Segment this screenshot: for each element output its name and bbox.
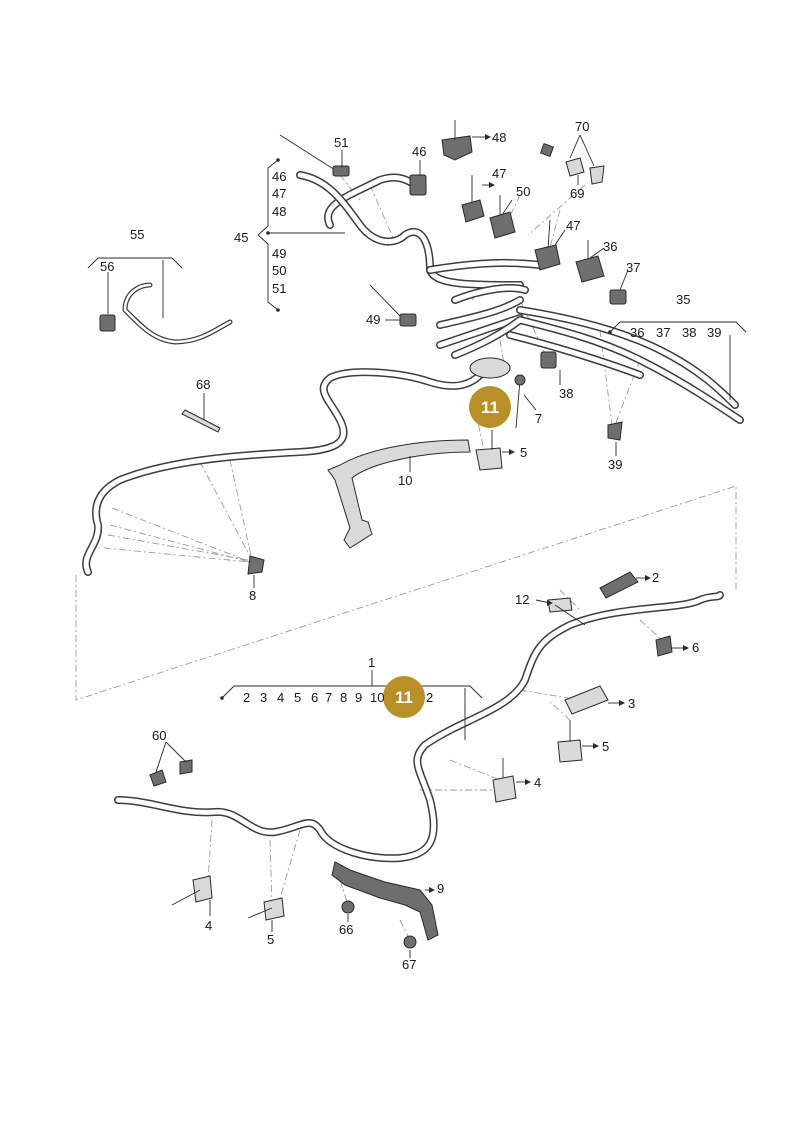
label-51: 51 xyxy=(334,135,348,150)
label-1-4: 4 xyxy=(277,690,284,705)
label-1-9: 9 xyxy=(355,690,362,705)
badge-top-text: 11 xyxy=(481,398,499,417)
label-35-39: 39 xyxy=(707,325,721,340)
upper-cable-harness xyxy=(296,171,744,424)
label-49: 49 xyxy=(366,312,380,327)
label-45-51: 51 xyxy=(272,281,286,296)
label-1-12: 2 xyxy=(426,690,433,705)
label-7: 7 xyxy=(535,411,542,426)
label-1-3: 3 xyxy=(260,690,267,705)
label-10: 10 xyxy=(398,473,412,488)
label-5c: 5 xyxy=(267,932,274,947)
dashed-connection-lines xyxy=(75,174,737,941)
label-50: 50 xyxy=(516,184,530,199)
label-1-10: 10 xyxy=(370,690,384,705)
part-labels: 51 46 48 70 47 50 69 47 36 37 35 46 47 4… xyxy=(100,119,721,972)
label-37: 37 xyxy=(626,260,640,275)
badge-top[interactable]: 11 xyxy=(469,386,511,428)
badge-bottom-text: 11 xyxy=(395,688,413,707)
label-1-7: 7 xyxy=(325,690,332,705)
part-9-bracket xyxy=(331,861,439,941)
label-3: 3 xyxy=(628,696,635,711)
label-36: 36 xyxy=(603,239,617,254)
label-68: 68 xyxy=(196,377,210,392)
label-45-47: 47 xyxy=(272,186,286,201)
label-38: 38 xyxy=(559,386,573,401)
label-1: 1 xyxy=(368,655,375,670)
label-5b: 5 xyxy=(602,739,609,754)
label-55: 55 xyxy=(130,227,144,242)
label-46: 46 xyxy=(412,144,426,159)
label-2: 2 xyxy=(652,570,659,585)
label-45-48: 48 xyxy=(272,204,286,219)
label-4a: 4 xyxy=(534,775,541,790)
main-cable-top xyxy=(82,368,484,576)
label-35-38: 38 xyxy=(682,325,696,340)
label-5a: 5 xyxy=(520,445,527,460)
part-55-cable xyxy=(122,282,233,345)
label-12: 12 xyxy=(515,592,529,607)
label-48: 48 xyxy=(492,130,506,145)
label-1-8: 8 xyxy=(340,690,347,705)
label-35-36: 36 xyxy=(630,325,644,340)
group-brackets xyxy=(87,159,747,740)
leader-lines xyxy=(107,134,686,958)
label-45-50: 50 xyxy=(272,263,286,278)
label-45-49: 49 xyxy=(272,246,286,261)
label-1-5: 5 xyxy=(294,690,301,705)
label-8: 8 xyxy=(249,588,256,603)
label-66: 66 xyxy=(339,922,353,937)
label-35: 35 xyxy=(676,292,690,307)
label-70: 70 xyxy=(575,119,589,134)
label-4b: 4 xyxy=(205,918,212,933)
main-cable-bottom xyxy=(114,591,724,863)
label-1-6: 6 xyxy=(311,690,318,705)
arrow-heads xyxy=(220,134,689,893)
label-69: 69 xyxy=(570,186,584,201)
label-45: 45 xyxy=(234,230,248,245)
label-35-37: 37 xyxy=(656,325,670,340)
label-60: 60 xyxy=(152,728,166,743)
part-10-bracket xyxy=(327,439,471,549)
label-6: 6 xyxy=(692,640,699,655)
label-67: 67 xyxy=(402,957,416,972)
label-47a: 47 xyxy=(492,166,506,181)
badge-bottom[interactable]: 11 xyxy=(383,676,425,718)
label-56: 56 xyxy=(100,259,114,274)
label-39: 39 xyxy=(608,457,622,472)
label-45-46: 46 xyxy=(272,169,286,184)
label-1-2: 2 xyxy=(243,690,250,705)
label-47b: 47 xyxy=(566,218,580,233)
small-parts xyxy=(99,120,673,949)
label-9: 9 xyxy=(437,881,444,896)
